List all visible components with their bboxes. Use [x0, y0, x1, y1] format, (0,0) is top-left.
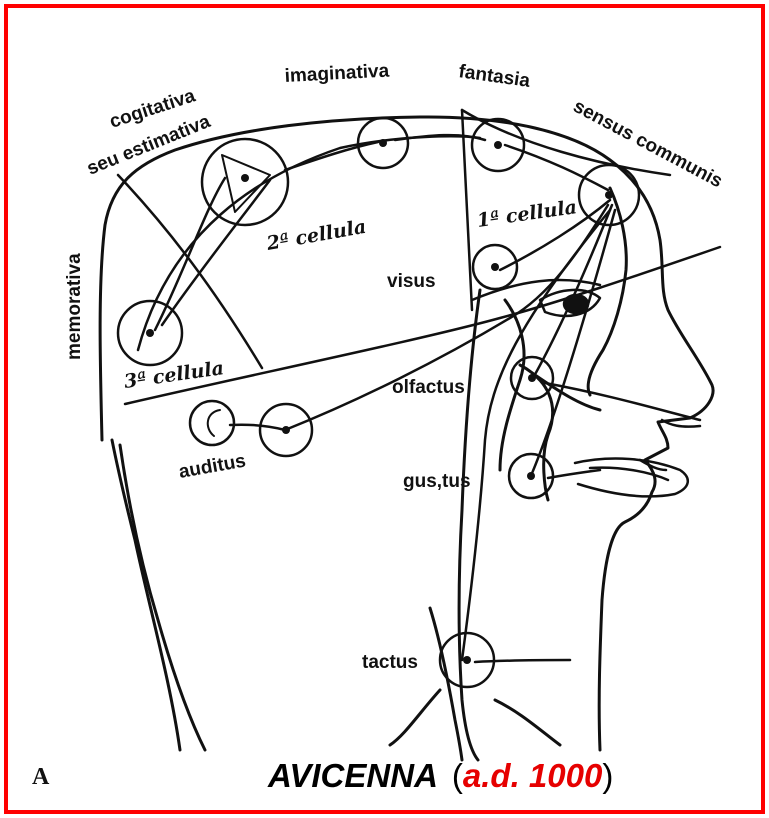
- label-auditus: auditus: [177, 451, 247, 483]
- node-auditus: [260, 404, 312, 456]
- label-visus: visus: [387, 271, 436, 292]
- label-fantasia: fantasia: [457, 61, 531, 92]
- label-imaginativa: imaginativa: [284, 61, 390, 87]
- label-memorativa: memorativa: [64, 253, 85, 360]
- caption-close-paren: ): [602, 757, 613, 794]
- node-auditus-ear: [190, 401, 234, 445]
- caption-open-paren: (: [452, 757, 463, 794]
- node-gustus: [509, 454, 553, 498]
- label-sensus-communis: sensus communis: [570, 96, 726, 192]
- node-sensus-communis: [579, 165, 639, 225]
- label-tactus: tactus: [362, 652, 418, 673]
- label-olfactus: olfactus: [392, 377, 465, 398]
- node-fantasia: [472, 119, 524, 171]
- node-olfactus: [511, 357, 553, 399]
- label-first-cell: 1ª cellula: [476, 196, 579, 232]
- caption-date: a.d. 1000: [463, 757, 602, 794]
- node-memorativa: [118, 301, 182, 365]
- panel-letter: A: [32, 764, 49, 791]
- figure-caption: AVICENNA (a.d. 1000): [268, 757, 613, 795]
- node-tactus: [440, 633, 494, 687]
- label-second-cell: 2ª cellula: [264, 216, 368, 255]
- label-gustus: gus,tus: [403, 471, 471, 492]
- node-visus: [473, 245, 517, 289]
- caption-name: AVICENNA: [268, 757, 438, 794]
